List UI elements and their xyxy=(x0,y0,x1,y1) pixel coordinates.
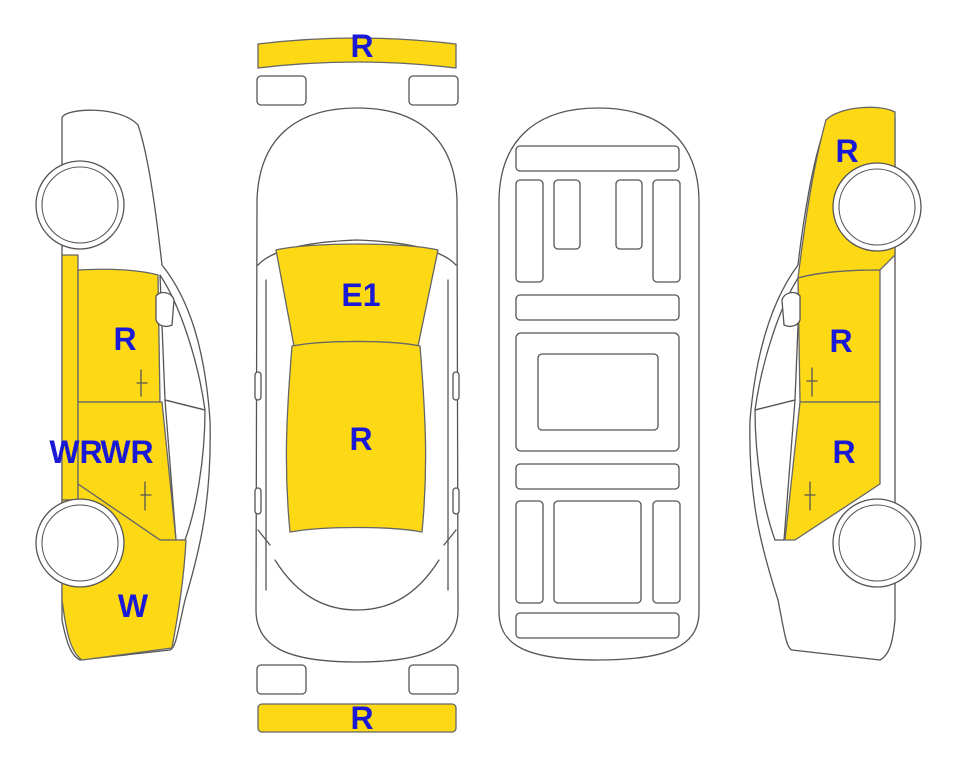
hood-code: E1 xyxy=(341,277,380,313)
right-front-door-panel[interactable] xyxy=(784,401,881,541)
left-rear-door-code: WR xyxy=(100,434,153,470)
roof-panel[interactable] xyxy=(285,340,427,533)
left-body-outline xyxy=(61,109,211,661)
right-side-view xyxy=(749,106,922,661)
right-rear-door-panel[interactable] xyxy=(797,269,881,403)
right-front-door-code: R xyxy=(832,434,855,470)
rear-left-light xyxy=(256,664,307,695)
right-mirror xyxy=(452,371,460,401)
left-side-view xyxy=(35,109,211,661)
damage-code-labels: R E1 R R R WR WR W R R R xyxy=(49,28,858,736)
front-bumper-code: R xyxy=(350,28,373,64)
right-rear-quarter-code: R xyxy=(835,133,858,169)
left-front-door-panel[interactable] xyxy=(77,268,161,403)
underside-outline xyxy=(498,107,700,661)
top-view xyxy=(254,37,460,733)
front-bumper-panel[interactable] xyxy=(257,37,457,69)
left-rear-quarter-code: W xyxy=(118,588,149,624)
rear-right-light xyxy=(408,664,459,695)
rear-bumper-panel[interactable] xyxy=(257,703,457,733)
front-left-light xyxy=(256,75,307,106)
front-right-light xyxy=(408,75,459,106)
roof-code: R xyxy=(349,421,372,457)
left-front-door-code: R xyxy=(113,321,136,357)
underside-view xyxy=(498,107,700,661)
left-front-fender-code: WR xyxy=(49,434,102,470)
rear-bumper-code: R xyxy=(350,700,373,736)
left-mirror xyxy=(254,371,262,401)
top-body-outline xyxy=(255,107,459,663)
right-rear-door-code: R xyxy=(829,323,852,359)
